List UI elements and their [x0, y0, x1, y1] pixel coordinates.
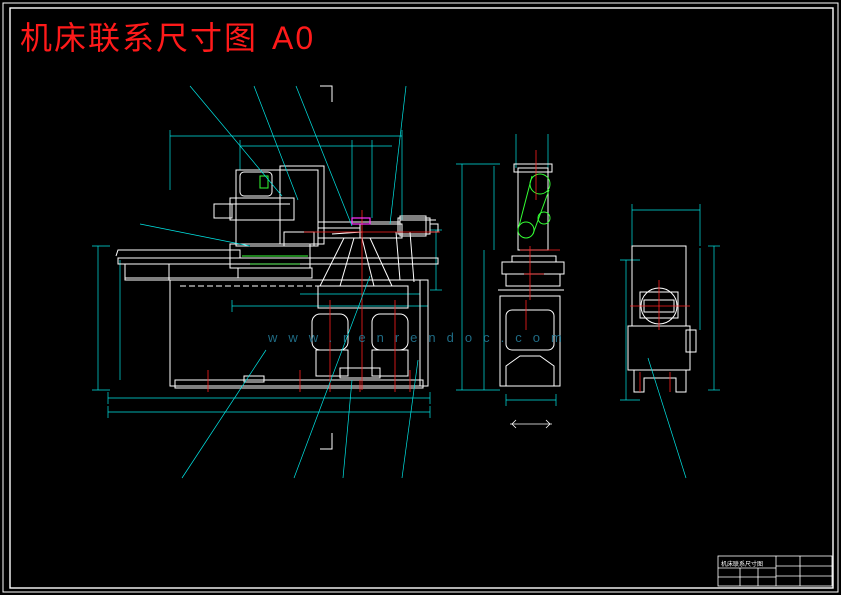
title-block: [717, 555, 833, 587]
side-view-belt: [517, 173, 551, 239]
front-view: [92, 85, 442, 479]
sheet-size-label: A0: [272, 20, 316, 56]
front-view-dimensions: [92, 130, 442, 418]
right-view-outline: [627, 245, 697, 393]
section-mark: [510, 419, 552, 429]
right-view-dimensions: [620, 204, 720, 401]
drawing-title-text: 机床联系尺寸图: [20, 19, 259, 57]
title-block-drawing-name: 机床联系尺寸图: [721, 560, 763, 568]
right-view-leader: [647, 357, 687, 479]
side-view: [456, 134, 565, 429]
right-view-centerlines: [630, 280, 690, 392]
front-view-centerlines: [207, 210, 440, 392]
front-view-leaders: [139, 85, 419, 479]
right-view: [620, 204, 720, 479]
drawing-title: 机床联系尺寸图 A0: [20, 18, 315, 58]
inner-border: [9, 7, 834, 589]
corner-marks: [320, 85, 333, 450]
motor-detail-green: [259, 175, 269, 189]
side-view-outline: [498, 163, 565, 387]
side-view-centerlines: [520, 150, 560, 330]
front-view-outline: [115, 165, 439, 389]
tool-detail-magenta: [351, 217, 371, 225]
watermark-text: www.renrendoc.com: [268, 330, 573, 345]
